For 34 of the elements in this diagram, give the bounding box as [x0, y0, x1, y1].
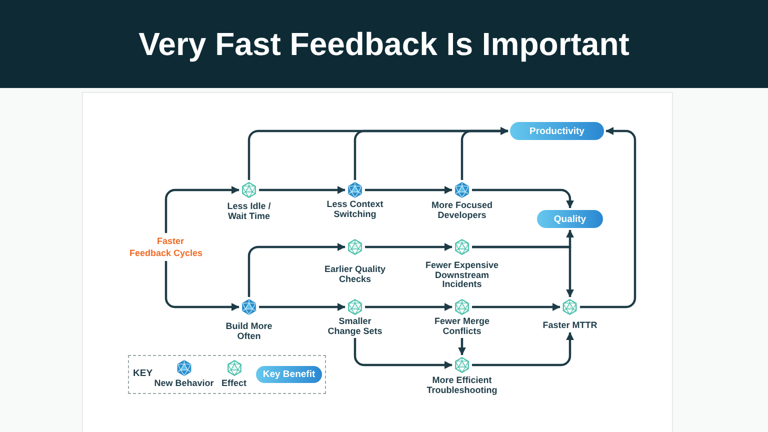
- node-label: Earlier Quality Checks: [323, 265, 387, 284]
- arrow: [248, 243, 346, 297]
- arrow: [365, 303, 452, 311]
- legend-title: KEY: [133, 369, 153, 379]
- legend-label: New Behavior: [154, 378, 214, 388]
- node-label: Fewer Merge Conflicts: [433, 317, 491, 336]
- arrow: [164, 261, 240, 311]
- node-label: More Efficient Troubleshooting: [426, 376, 498, 395]
- arrow: [458, 338, 466, 356]
- arrow: [259, 186, 346, 194]
- benefit-tag: Quality: [537, 210, 603, 228]
- arrow: [259, 303, 346, 311]
- node-label: Faster Feedback Cycles: [128, 235, 204, 259]
- arrow: [472, 303, 560, 311]
- arrow: [365, 243, 452, 251]
- arrow: [354, 338, 452, 369]
- legend-label: Effect: [222, 378, 246, 388]
- node-label: Smaller Change Sets: [326, 317, 384, 336]
- arrow: [365, 186, 452, 194]
- node-label: Faster MTTR: [542, 321, 598, 330]
- arrow: [472, 246, 574, 298]
- arrow: [580, 127, 636, 308]
- arrow: [460, 127, 508, 180]
- node-label: Less Idle / Wait Time: [226, 202, 272, 221]
- arrow: [164, 186, 240, 233]
- legend-tag: Key Benefit: [256, 366, 322, 383]
- benefit-tag: Productivity: [510, 122, 604, 140]
- node-label: Less Context Switching: [326, 200, 384, 219]
- node-label: Fewer Expensive Downstream Incidents: [424, 261, 500, 290]
- arrow: [472, 332, 574, 366]
- title: Very Fast Feedback Is Important: [138, 25, 630, 63]
- node-label: Build More Often: [224, 322, 274, 341]
- node-label: More Focused Developers: [430, 201, 494, 220]
- arrow: [472, 188, 574, 208]
